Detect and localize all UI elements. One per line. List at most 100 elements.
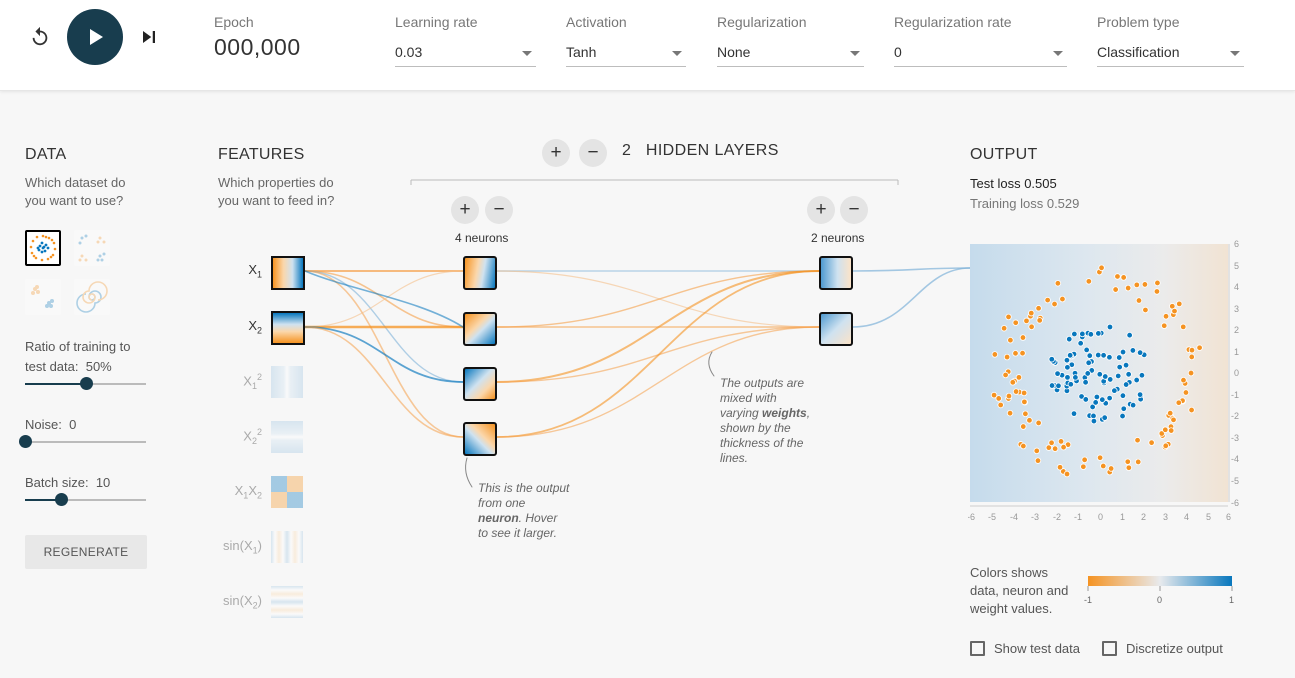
feature-x2[interactable] bbox=[271, 311, 305, 345]
neuron-layer-1-4[interactable] bbox=[463, 422, 497, 456]
learning-rate-label: Learning rate bbox=[395, 14, 478, 30]
remove-neuron-layer-2-button[interactable]: − bbox=[840, 196, 868, 224]
regenerate-button[interactable]: REGENERATE bbox=[25, 535, 147, 569]
data-point bbox=[1176, 300, 1183, 308]
dataset-gaussian[interactable] bbox=[25, 279, 61, 315]
data-point bbox=[1120, 405, 1127, 412]
neuron-layer-2-1[interactable] bbox=[819, 256, 853, 290]
feature-x1-squared[interactable] bbox=[271, 366, 303, 398]
noise-slider[interactable] bbox=[19, 435, 146, 449]
weights-note-line-3-end: , bbox=[806, 406, 811, 420]
color-scale-bar bbox=[1088, 576, 1232, 586]
regularization-select[interactable]: None bbox=[717, 37, 864, 67]
regularization-rate-select[interactable]: 0 bbox=[894, 37, 1067, 67]
reset-icon bbox=[32, 26, 48, 46]
problem-type-select[interactable]: Classification bbox=[1097, 37, 1244, 67]
activation-select[interactable]: Tanh bbox=[566, 37, 686, 67]
neuron-note-bold: neuron bbox=[478, 511, 519, 525]
regularization-value: None bbox=[717, 43, 751, 60]
data-point bbox=[1036, 317, 1043, 324]
x-tick: 0 bbox=[1098, 512, 1103, 522]
data-point bbox=[1048, 382, 1056, 389]
play-button[interactable] bbox=[67, 9, 123, 65]
dataset-circle[interactable] bbox=[25, 230, 61, 266]
plus-icon: + bbox=[550, 142, 562, 163]
problem-type-value: Classification bbox=[1097, 43, 1180, 60]
output-plot[interactable]: 6 5 4 3 2 1 0 -1 -2 -3 -4 -5 -6 -6 -5 -4… bbox=[968, 238, 1253, 528]
batch-size-slider[interactable] bbox=[25, 493, 146, 507]
show-test-data-checkbox[interactable]: Show test data bbox=[970, 641, 1080, 656]
data-point bbox=[1054, 370, 1061, 377]
feature-sin-x1[interactable] bbox=[271, 531, 303, 563]
checkbox-box[interactable] bbox=[1102, 641, 1117, 656]
regularization-rate-label: Regularization rate bbox=[894, 14, 1012, 30]
data-point bbox=[1126, 331, 1133, 339]
layer-2-neuron-count: 2 neurons bbox=[811, 231, 865, 245]
color-scale-max: 1 bbox=[1229, 595, 1235, 605]
slider-thumb[interactable] bbox=[79, 377, 93, 390]
data-point bbox=[1124, 458, 1131, 465]
data-point bbox=[1119, 412, 1126, 420]
data-point bbox=[1054, 280, 1062, 287]
remove-neuron-layer-1-button[interactable]: − bbox=[485, 196, 513, 224]
data-point bbox=[1003, 353, 1011, 361]
step-button[interactable] bbox=[137, 24, 161, 50]
ratio-slider[interactable] bbox=[25, 377, 146, 391]
dataset-xor[interactable] bbox=[74, 230, 110, 266]
slider-thumb[interactable] bbox=[55, 493, 69, 506]
feature-x1x2[interactable] bbox=[271, 476, 303, 508]
data-point bbox=[1162, 442, 1169, 449]
x-tick: 2 bbox=[1141, 512, 1146, 522]
data-point bbox=[1102, 373, 1109, 380]
dataset-spiral[interactable] bbox=[74, 279, 110, 315]
feature-sin-x2[interactable] bbox=[271, 586, 303, 618]
spiral-dataset-thumbnail bbox=[74, 279, 110, 315]
data-point bbox=[1162, 313, 1170, 320]
remove-layer-button[interactable]: − bbox=[579, 139, 607, 167]
data-point bbox=[1044, 296, 1051, 304]
checkbox-box[interactable] bbox=[970, 641, 985, 656]
minus-icon: − bbox=[848, 199, 860, 220]
neuron-layer-1-3[interactable] bbox=[463, 367, 497, 401]
data-point bbox=[1045, 444, 1053, 451]
data-point bbox=[1138, 372, 1146, 379]
slider-thumb[interactable] bbox=[19, 435, 32, 448]
learning-rate-value: 0.03 bbox=[395, 43, 423, 60]
ratio-label-line-2: test data: 50% bbox=[25, 359, 112, 374]
neuron-layer-1-1[interactable] bbox=[463, 256, 497, 290]
layer-1-neuron-count: 4 neurons bbox=[455, 231, 509, 245]
data-point bbox=[1114, 273, 1121, 280]
feature-x1[interactable] bbox=[271, 256, 305, 290]
data-point bbox=[1106, 354, 1113, 361]
discretize-output-checkbox[interactable]: Discretize output bbox=[1102, 641, 1223, 656]
data-point bbox=[1135, 297, 1143, 304]
add-neuron-layer-1-button[interactable]: + bbox=[451, 196, 479, 224]
neuron-layer-1-2[interactable] bbox=[463, 312, 497, 346]
feature-x2-squared[interactable] bbox=[271, 421, 303, 453]
data-point bbox=[1188, 406, 1195, 414]
data-point bbox=[1180, 376, 1187, 384]
chevron-down-icon bbox=[1230, 51, 1240, 56]
data-point bbox=[995, 395, 1002, 402]
data-point bbox=[1063, 470, 1071, 478]
neuron-note: This is the output from one neuron. Hove… bbox=[478, 481, 569, 541]
data-point bbox=[1095, 330, 1102, 337]
batch-size-label: Batch size: 10 bbox=[25, 475, 110, 490]
slider-fill bbox=[25, 383, 86, 385]
y-tick: 1 bbox=[1234, 347, 1239, 357]
neuron-layer-2-2[interactable] bbox=[819, 312, 853, 346]
learning-rate-select[interactable]: 0.03 bbox=[395, 37, 536, 67]
reset-button[interactable] bbox=[26, 24, 54, 50]
minus-icon: − bbox=[587, 142, 599, 163]
data-point bbox=[1089, 403, 1096, 411]
add-neuron-layer-2-button[interactable]: + bbox=[807, 196, 835, 224]
data-point bbox=[1012, 319, 1019, 326]
data-point bbox=[1171, 307, 1178, 315]
data-point bbox=[1059, 295, 1066, 303]
y-tick: 5 bbox=[1234, 261, 1239, 271]
plot-y-axis: 6 5 4 3 2 1 0 -1 -2 -3 -4 -5 -6 bbox=[1228, 239, 1239, 508]
x-tick: 1 bbox=[1120, 512, 1125, 522]
data-point bbox=[1070, 410, 1078, 417]
add-layer-button[interactable]: + bbox=[542, 139, 570, 167]
data-point bbox=[1107, 376, 1114, 383]
